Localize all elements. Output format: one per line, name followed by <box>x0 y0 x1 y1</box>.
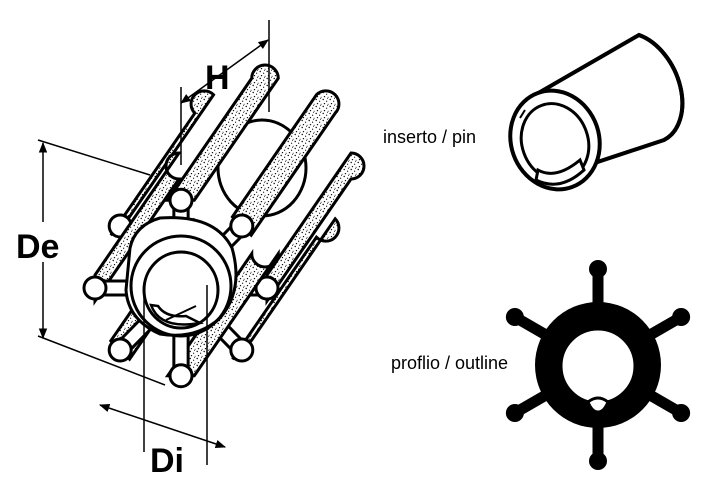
impeller-vane-tip <box>229 337 255 363</box>
outline-profile-vane-tip <box>505 404 524 422</box>
insert-pin-drawing <box>508 32 685 192</box>
impeller-vane-body <box>93 151 182 306</box>
outline-profile-drawing <box>505 260 691 470</box>
impeller-vane-body <box>230 89 341 238</box>
dimension-di: Di <box>99 285 226 480</box>
insert-caption: inserto / pin <box>383 127 476 147</box>
dimension-h-label: H <box>205 59 230 97</box>
impeller-vane-tip <box>82 275 108 301</box>
outline-caption: proflio / outline <box>391 353 508 373</box>
outline-profile-bore <box>561 329 635 403</box>
outline-profile-vane-tip <box>672 308 691 326</box>
impeller-vane-tip <box>229 213 255 239</box>
outline-profile-vane-tip <box>505 308 524 326</box>
dimension-di-label: Di <box>150 442 184 480</box>
outline-profile-vane-tip <box>589 452 607 470</box>
impeller-drawing <box>82 63 366 389</box>
outline-profile-vane-tip <box>672 404 691 422</box>
dimension-h: H <box>180 20 270 165</box>
impeller-vane-body <box>231 216 341 361</box>
impeller-front-hub <box>124 216 238 338</box>
outline-profile-vane-tip <box>589 260 607 278</box>
impeller-vane-tip <box>168 187 194 213</box>
impeller-vanes <box>82 63 366 389</box>
dimension-de-label: De <box>16 228 59 266</box>
impeller-vane <box>82 151 182 306</box>
impeller-vane-tip <box>168 363 194 389</box>
impeller-vane <box>225 151 366 306</box>
impeller-vane-body <box>265 151 366 306</box>
impeller-vane-tip <box>107 337 133 363</box>
